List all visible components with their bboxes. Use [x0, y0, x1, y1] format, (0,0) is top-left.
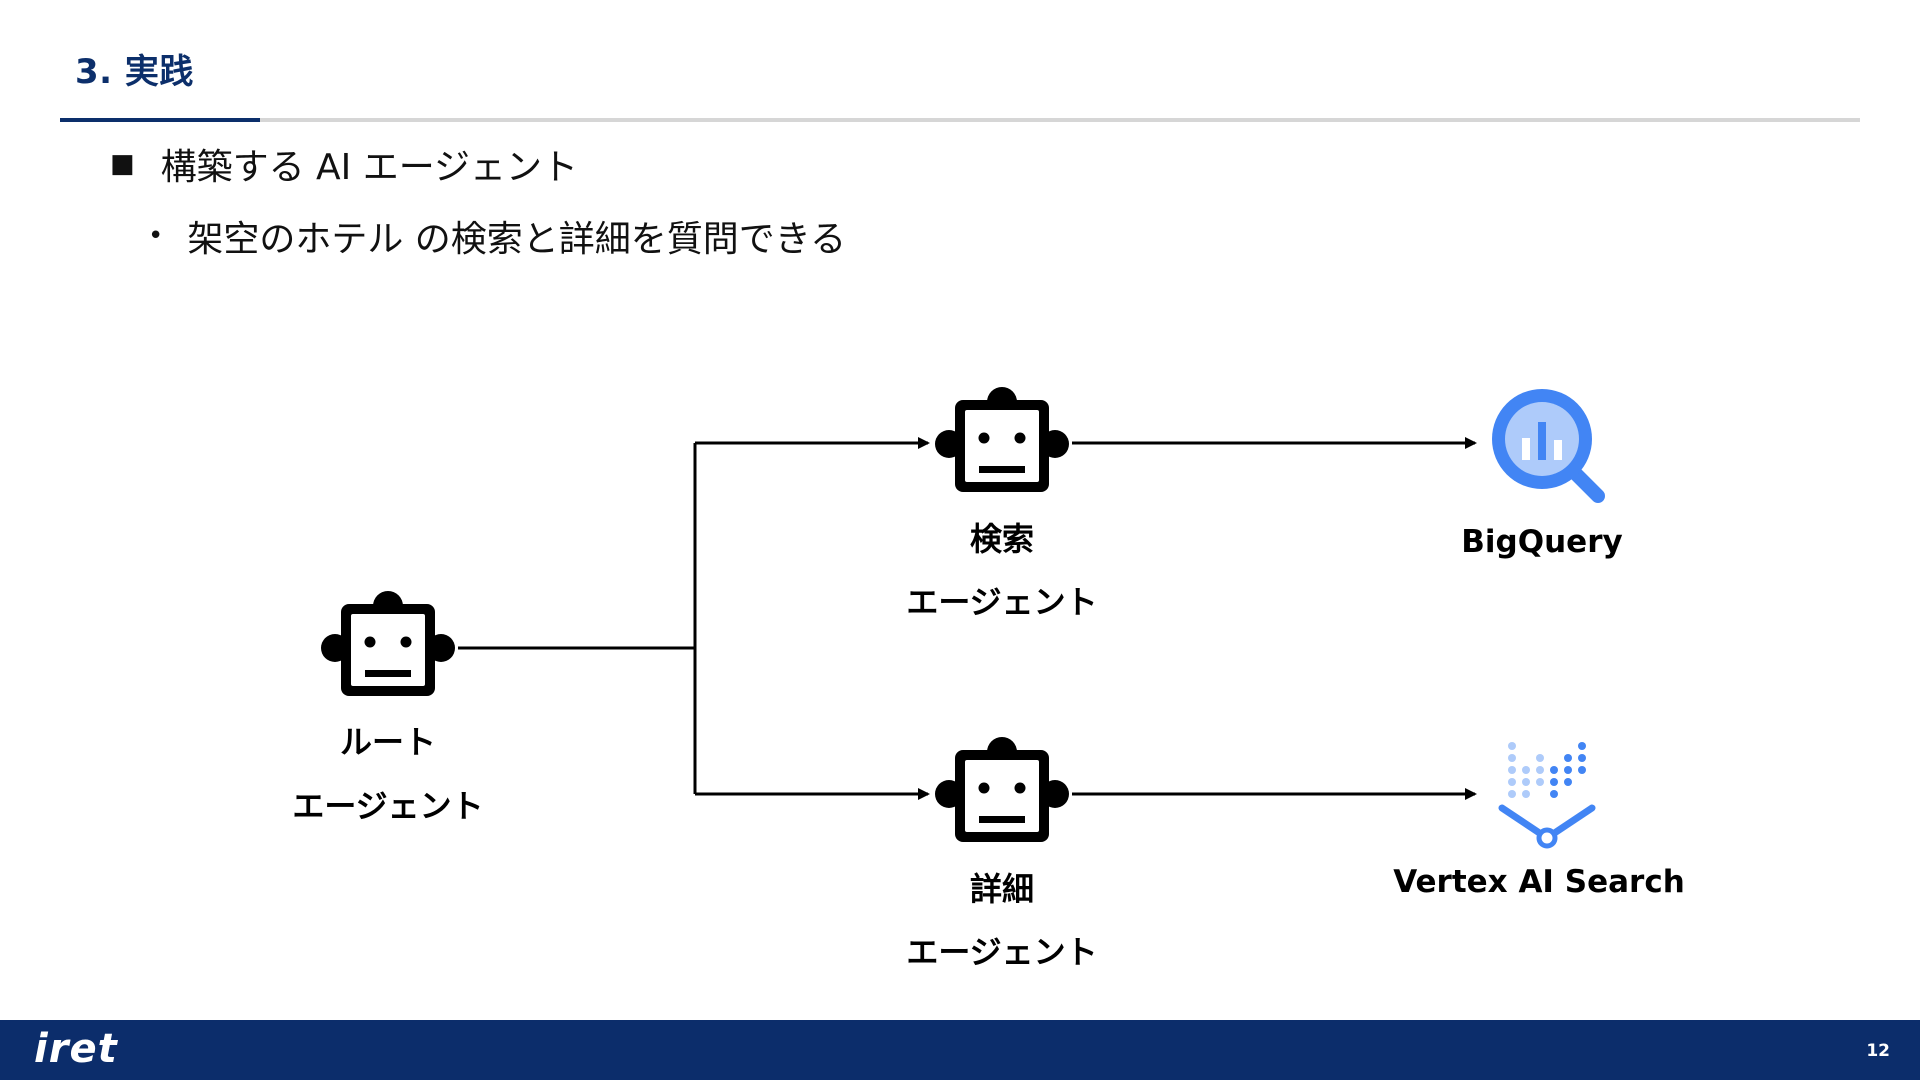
search-agent-robot-icon — [935, 387, 1069, 492]
footer-bar — [0, 1020, 1920, 1080]
vertex-ai-search-label: Vertex AI Search — [1393, 864, 1685, 900]
bullet-level2: • 架空のホテル の検索と詳細を質問できる — [148, 210, 846, 262]
bigquery-label: BigQuery — [1461, 524, 1623, 560]
detail-agent-label-line2: エージェント — [906, 933, 1098, 971]
detail-agent-robot-icon — [935, 737, 1069, 842]
agent-diagram — [321, 387, 1605, 849]
title-underline — [260, 118, 1860, 122]
dot-bullet-icon: • — [148, 221, 164, 251]
vertex-ai-search-icon — [1498, 742, 1596, 849]
search-agent-label-line2: エージェント — [906, 583, 1098, 621]
bullet-level2-text: 架空のホテル の検索と詳細を質問できる — [187, 219, 847, 260]
detail-agent-label-line1: 詳細 — [969, 870, 1034, 908]
title-underline-accent — [60, 118, 260, 122]
bigquery-icon — [1492, 389, 1605, 503]
iret-logo: iret — [34, 1026, 118, 1072]
search-agent-label-line1: 検索 — [969, 520, 1034, 558]
bullet-level1: ■ 構築する AI エージェント — [110, 138, 578, 190]
root-agent-label-line1: ルート — [339, 723, 436, 761]
root-agent-label-line2: エージェント — [292, 787, 484, 825]
page-title: 3. 実践 — [75, 52, 194, 92]
root-agent-robot-icon — [321, 591, 455, 696]
page-number: 12 — [1866, 1041, 1890, 1061]
bullet-level1-text: 構築する AI エージェント — [160, 147, 578, 188]
square-bullet-icon: ■ — [110, 149, 135, 179]
connector-lines — [458, 437, 1477, 800]
